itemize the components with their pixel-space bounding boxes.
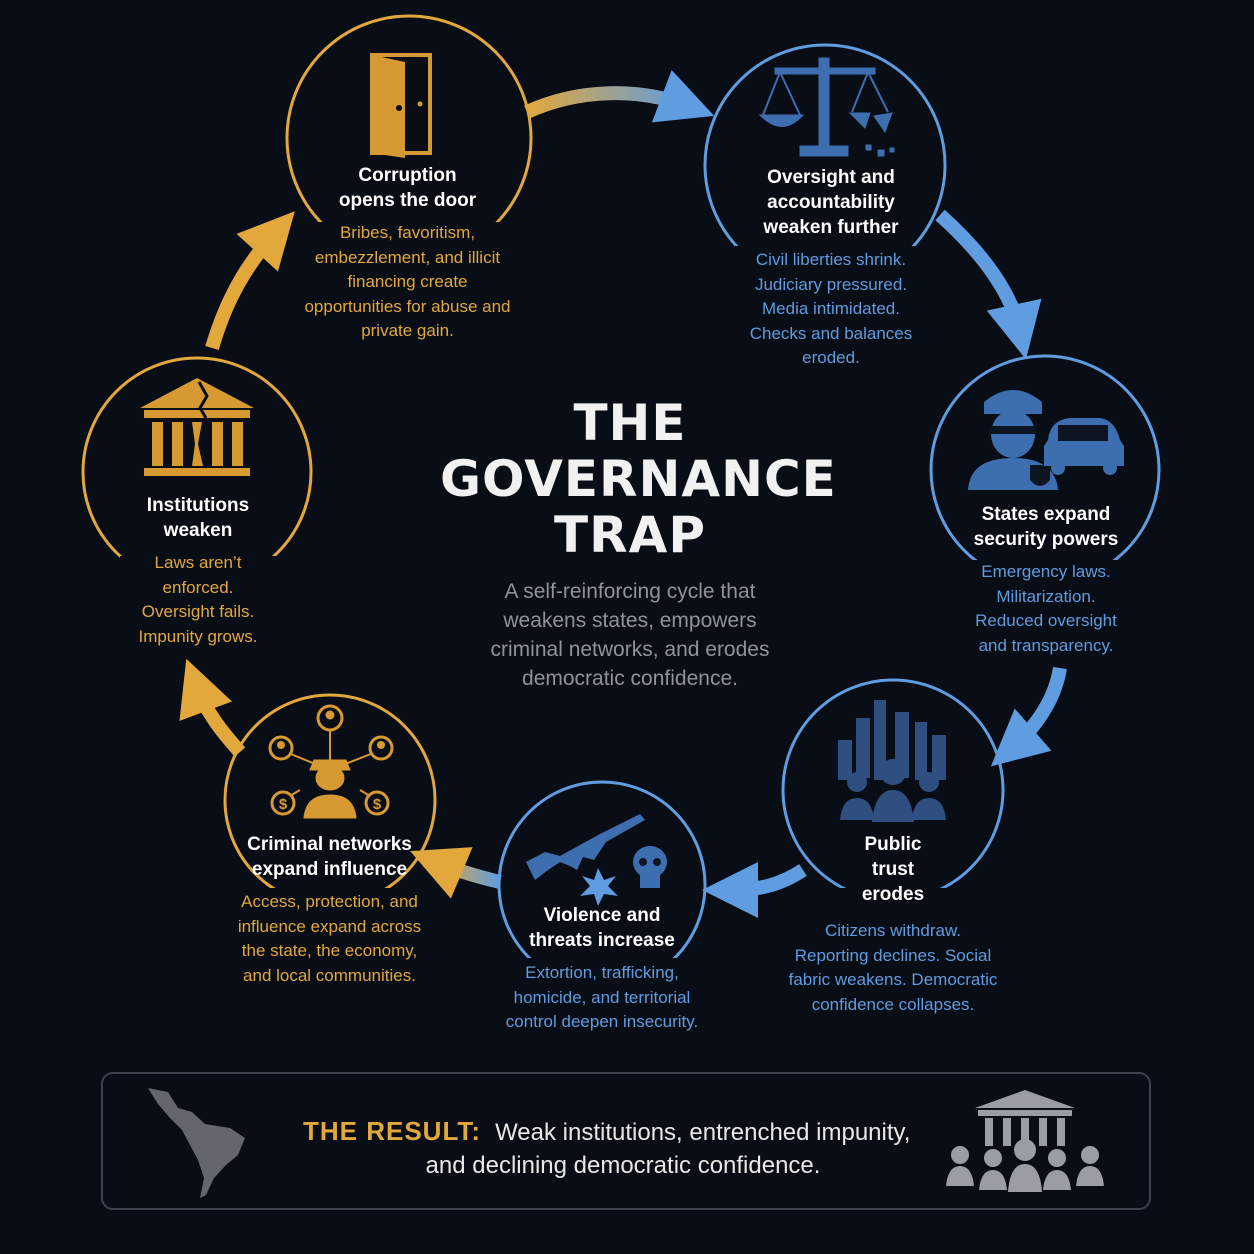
diagram-subtitle: A self-reinforcing cycle that weakens st… (490, 580, 770, 690)
node-security: States expand security powers Emergency … (962, 502, 1130, 658)
node-description: Laws aren’t enforced. Oversight fails. I… (138, 553, 258, 646)
node-title: Oversight and accountability weaken furt… (763, 167, 899, 238)
result-line-1: THE RESULT: Weak institutions, entrenched… (303, 1116, 943, 1147)
node-description: Bribes, favoritism, embezzlement, and il… (304, 223, 511, 340)
node-description: Access, protection, and influence expand… (237, 892, 422, 985)
node-description: Emergency laws. Militarization. Reduced … (975, 562, 1117, 655)
title-line-2: GOVERNANCE (440, 450, 837, 508)
diagram-title: THE GOVERNANCE TRAP (440, 394, 837, 564)
node-title: Institutions weaken (146, 495, 250, 541)
dollar-icon-left: $ (279, 796, 288, 813)
node-description: Citizens withdraw. Reporting declines. S… (788, 921, 998, 1014)
institution-people-icon (946, 1090, 1104, 1192)
cracked-institution-icon (140, 378, 254, 476)
latin-america-map-icon (148, 1088, 245, 1198)
node-title: States expand security powers (973, 504, 1119, 550)
result-line-2: and declining democratic confidence. (425, 1152, 821, 1179)
node-violence: Violence and threats increase Extortion,… (502, 903, 702, 1035)
result-panel: THE RESULT: Weak institutions, entrenched… (101, 1072, 1151, 1210)
door-icon (370, 53, 432, 158)
node-title: Violence and threats increase (529, 905, 675, 951)
criminal-network-icon (268, 704, 394, 819)
node-description: Civil liberties shrink. Judiciary pressu… (749, 250, 913, 367)
node-institutions: Institutions weaken Laws aren’t enforced… (122, 493, 274, 649)
arrow-violence-to-criminal (410, 847, 502, 899)
node-oversight: Oversight and accountability weaken furt… (740, 165, 922, 371)
node-title: Public trust erodes (861, 834, 925, 905)
node-description: Extortion, trafficking, homicide, and te… (505, 963, 699, 1031)
node-title: Corruption opens the door (338, 165, 477, 211)
arrow-security-to-trust (990, 666, 1067, 767)
result-text-1: Weak institutions, entrenched impunity, (495, 1119, 911, 1146)
arrow-criminal-to-institutions (179, 658, 246, 757)
broken-scales-icon (758, 57, 895, 157)
result-label: THE RESULT: (303, 1116, 482, 1146)
dollar-icon-right: $ (373, 796, 382, 813)
node-criminal-networks: Criminal networks expand influence Acces… (232, 832, 427, 988)
arrow-corruption-to-oversight (524, 69, 715, 123)
title-line-3: TRAP (554, 506, 706, 564)
rifle-skull-icon (526, 814, 667, 906)
arrow-institutions-to-corruption (205, 211, 295, 350)
arrow-oversight-to-security (935, 209, 1042, 360)
node-title: Criminal networks expand influence (247, 834, 412, 880)
node-trust: Public trust erodes Citizens withdraw. R… (788, 832, 998, 1017)
node-corruption: Corruption opens the door Bribes, favori… (300, 163, 515, 344)
crowd-city-icon (838, 700, 946, 822)
arrow-trust-to-violence (702, 861, 807, 918)
title-line-1: THE (573, 394, 687, 452)
police-car-icon (968, 390, 1124, 490)
